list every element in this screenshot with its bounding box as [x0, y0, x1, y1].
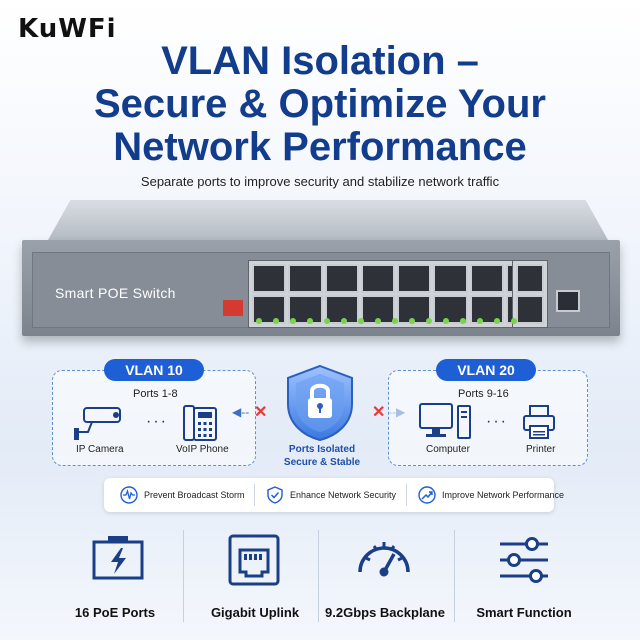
computer-icon — [419, 403, 471, 439]
rj45-port — [252, 295, 287, 324]
feature-network-security: Enhance Network Security — [290, 490, 397, 500]
rj45-port — [288, 264, 323, 293]
spec-backplane-label: 9.2Gbps Backplane — [325, 605, 445, 620]
spec-divider — [183, 530, 184, 622]
spec-gigabit-uplink-label: Gigabit Uplink — [210, 605, 300, 620]
arrow-left-icon: ◀‑‑ — [232, 405, 250, 419]
led-indicator — [358, 318, 364, 324]
shield-check-icon — [267, 486, 283, 504]
headline-line-1: VLAN Isolation – — [161, 39, 479, 83]
spec-smart-function-label: Smart Function — [476, 605, 572, 620]
ip-camera-label: IP Camera — [76, 444, 124, 455]
uplink-port — [516, 295, 544, 324]
vlan-20-ports: Ports 9-16 — [458, 388, 509, 400]
rj45-port — [324, 264, 359, 293]
led-indicator — [375, 318, 381, 324]
uplink-port — [516, 264, 544, 293]
headline-line-3: Network Performance — [113, 125, 527, 169]
rj45-port — [433, 264, 468, 293]
printer-icon — [523, 405, 555, 439]
led-indicator — [273, 318, 279, 324]
speedometer-icon — [358, 542, 410, 577]
feature-divider — [406, 484, 407, 506]
led-indicator — [392, 318, 398, 324]
led-indicator — [307, 318, 313, 324]
ethernet-port-icon — [228, 534, 280, 586]
blocked-x-icon: ✕ — [254, 404, 268, 421]
growth-chart-icon — [418, 486, 436, 504]
feature-bar — [104, 478, 554, 512]
led-indicator — [426, 318, 432, 324]
ellipsis-icon: ··· — [486, 413, 508, 430]
lock-shield-icon — [287, 364, 353, 442]
vlan-10-tag: VLAN 10 — [104, 359, 204, 381]
port-led-row — [250, 318, 550, 326]
led-indicator — [494, 318, 500, 324]
spec-poe-ports-label: 16 PoE Ports — [74, 605, 156, 620]
rj45-port — [360, 264, 395, 293]
computer-label: Computer — [426, 444, 470, 455]
sliders-icon — [500, 537, 548, 583]
switch-top-cover — [48, 200, 608, 240]
rj45-port — [469, 264, 504, 293]
vlan-10-ports: Ports 1-8 — [133, 388, 178, 400]
headline: VLAN Isolation – Secure & Optimize Your … — [0, 40, 640, 169]
isolation-label: Ports Isolated Secure & Stable — [262, 443, 382, 469]
switch-model-label: Smart POE Switch — [55, 285, 176, 301]
led-indicator — [256, 318, 262, 324]
led-indicator — [460, 318, 466, 324]
feature-divider — [254, 484, 255, 506]
brand-logo: KuWFi — [18, 14, 117, 44]
vlan-20-tag: VLAN 20 — [436, 359, 536, 381]
led-indicator — [324, 318, 330, 324]
feature-network-performance: Improve Network Performance — [442, 490, 565, 500]
led-indicator — [341, 318, 347, 324]
uplink-port-array — [512, 260, 548, 328]
ip-camera-icon — [74, 407, 121, 440]
voip-phone-label: VoIP Phone — [176, 444, 229, 455]
isolation-label-line-2: Secure & Stable — [283, 457, 361, 468]
blocked-x-icon: ✕ — [372, 404, 386, 421]
printer-label: Printer — [526, 444, 556, 455]
led-indicator — [511, 318, 517, 324]
waveform-icon — [120, 486, 138, 504]
poe-port-icon — [92, 536, 144, 580]
headline-line-2: Secure & Optimize Your — [94, 82, 546, 126]
subheadline: Separate ports to improve security and s… — [140, 174, 500, 189]
dip-switch — [223, 300, 243, 316]
sfp-port — [556, 290, 580, 312]
vlan-10-group — [52, 370, 256, 466]
spec-divider — [454, 530, 455, 622]
spec-divider — [318, 530, 319, 622]
feature-broadcast-storm: Prevent Broadcast Storm — [144, 490, 245, 500]
isolation-label-line-1: Ports Isolated — [288, 444, 356, 455]
rj45-port — [397, 264, 432, 293]
led-indicator — [409, 318, 415, 324]
led-indicator — [477, 318, 483, 324]
voip-phone-icon — [183, 405, 217, 441]
poe-port-array — [248, 260, 544, 328]
led-indicator — [443, 318, 449, 324]
ellipsis-icon: ··· — [146, 413, 168, 430]
rj45-port — [252, 264, 287, 293]
led-indicator — [290, 318, 296, 324]
